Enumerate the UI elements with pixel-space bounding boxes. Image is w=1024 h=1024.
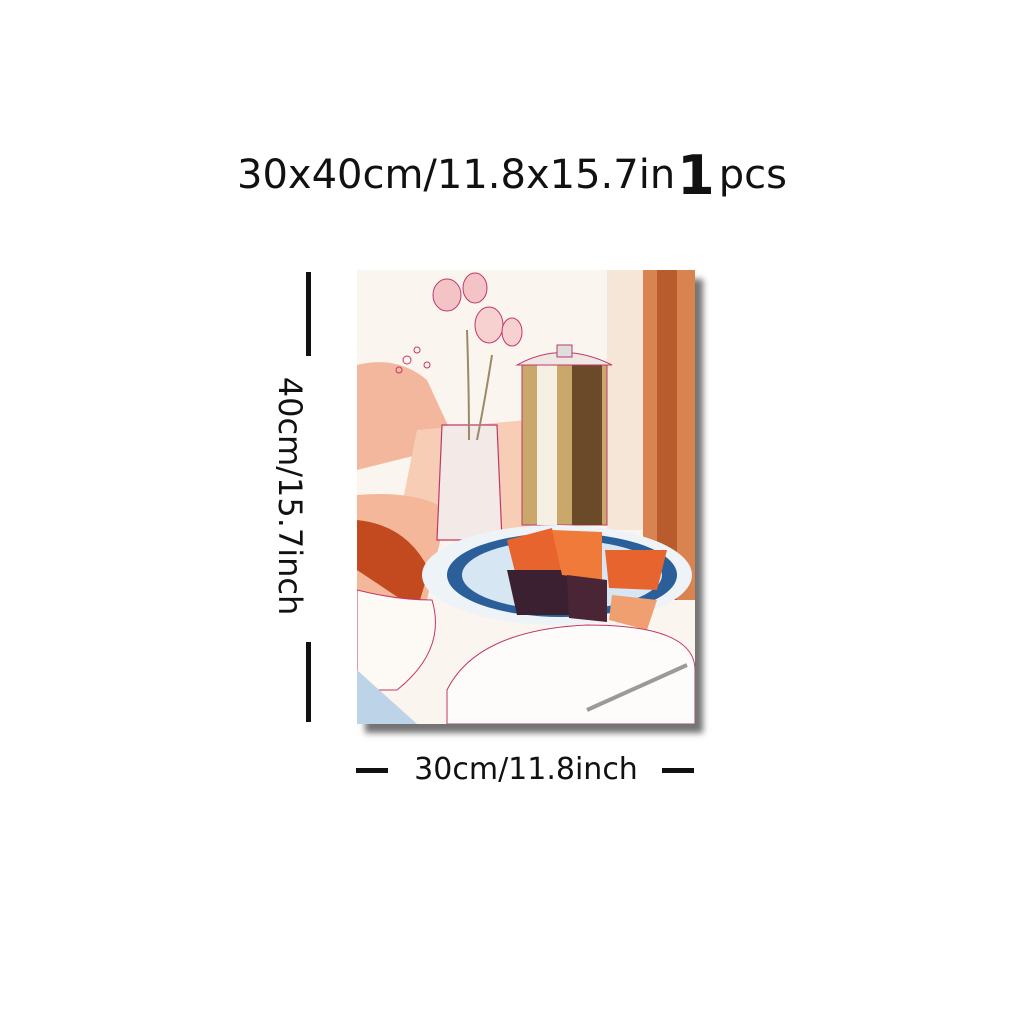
count-number: 1	[677, 144, 715, 207]
height-bar-bottom	[306, 642, 311, 722]
artwork-canvas	[357, 270, 695, 724]
size-text: 30x40cm/11.8x15.7in	[237, 152, 676, 198]
still-life-painting-icon	[357, 270, 695, 724]
count-unit: pcs	[718, 152, 787, 198]
height-bar-top	[306, 272, 311, 356]
width-bar-left	[356, 768, 388, 773]
height-text: 40cm/15.7inch	[271, 376, 309, 616]
width-bar-right	[662, 768, 694, 773]
width-label: 30cm/11.8inch	[414, 752, 638, 787]
